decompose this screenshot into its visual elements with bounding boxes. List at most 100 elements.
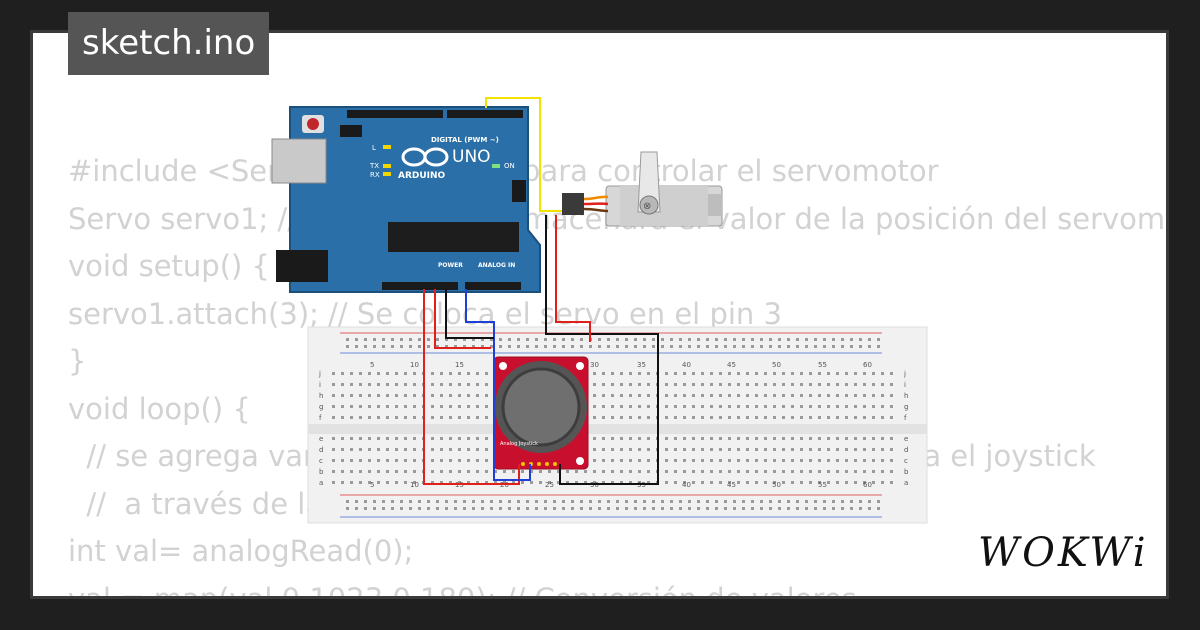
breadboard-hole [346,345,349,348]
breadboard-hole [526,500,529,503]
breadboard-hole [845,481,848,484]
breadboard-hole [458,394,461,397]
breadboard-hole [593,416,596,419]
breadboard-hole [724,338,727,341]
breadboard-hole [827,405,830,408]
breadboard-hole [386,437,389,440]
breadboard-hole [674,470,677,473]
breadboard-hole [467,448,470,451]
breadboard-hole [481,345,484,348]
breadboard-hole [454,507,457,510]
breadboard-hole [737,383,740,386]
breadboard-hole [517,345,520,348]
breadboard-hole [845,437,848,440]
breadboard-hole [485,416,488,419]
breadboard-hole [845,448,848,451]
breadboard-hole [458,437,461,440]
breadboard-hole [602,372,605,375]
breadboard-hole [431,481,434,484]
breadboard-hole [782,459,785,462]
breadboard-hole [692,372,695,375]
analog-in-label: ANALOG IN [478,262,515,269]
breadboard-hole [809,383,812,386]
breadboard-hole [647,437,650,440]
breadboard-hole [404,383,407,386]
breadboard-hole [449,372,452,375]
breadboard-hole [755,470,758,473]
breadboard-hole [791,470,794,473]
breadboard-hole [661,507,664,510]
breadboard-hole [602,481,605,484]
breadboard-hole [454,338,457,341]
breadboard-hole [332,481,335,484]
breadboard-hole [863,448,866,451]
svg-text:40: 40 [682,481,691,489]
breadboard-hole [868,500,871,503]
servo-horn[interactable] [637,151,661,213]
breadboard-hole [476,394,479,397]
breadboard-hole [508,507,511,510]
breadboard-hole [872,383,875,386]
servo-motor[interactable]: ⊗ [562,151,723,227]
analog-joystick[interactable]: Analog Joystick [493,356,589,470]
breadboard-hole [476,448,479,451]
breadboard-hole [863,437,866,440]
breadboard-hole [854,405,857,408]
breadboard-hole [395,416,398,419]
breadboard-hole [818,383,821,386]
breadboard-hole [751,500,754,503]
breadboard-hole [652,338,655,341]
on-label: ON [504,162,515,170]
breadboard-hole [872,394,875,397]
breadboard-hole [395,470,398,473]
breadboard-hole [701,394,704,397]
breadboard-hole [620,470,623,473]
reset-button-cap[interactable] [307,118,319,130]
breadboard-hole [868,507,871,510]
breadboard-hole [809,394,812,397]
svg-text:f: f [904,414,907,422]
breadboard-hole [638,405,641,408]
breadboard-hole [580,500,583,503]
breadboard-hole [841,507,844,510]
wokwi-logo[interactable]: WOKWi [978,530,1149,576]
breadboard-hole [836,470,839,473]
breadboard-hole [355,345,358,348]
breadboard-hole [881,448,884,451]
breadboard-hole [728,405,731,408]
breadboard-hole [877,345,880,348]
breadboard-hole [517,507,520,510]
breadboard-hole [773,372,776,375]
breadboard-hole [724,345,727,348]
breadboard-hole [706,338,709,341]
joystick-knob[interactable] [501,367,581,447]
breadboard-hole [782,481,785,484]
sketch-title[interactable]: sketch.ino [68,12,270,75]
breadboard-hole [872,448,875,451]
breadboard-hole [872,416,875,419]
breadboard-hole [566,470,569,473]
svg-text:d: d [319,446,323,454]
breadboard-hole [751,345,754,348]
breadboard-hole [413,448,416,451]
breadboard-hole [413,372,416,375]
breadboard-hole [881,372,884,375]
usb-connector [271,138,327,184]
breadboard-hole [377,383,380,386]
arduino-uno-board[interactable]: DIGITAL (PWM ~) UNO ARDUINO TX RX L ON P… [271,106,541,293]
breadboard-hole [773,481,776,484]
svg-text:5: 5 [370,481,374,489]
breadboard-hole [755,405,758,408]
breadboard-hole [665,416,668,419]
breadboard-hole [445,500,448,503]
breadboard-hole [593,470,596,473]
breadboard-hole [890,448,893,451]
breadboard-hole [467,481,470,484]
breadboard-hole [751,338,754,341]
breadboard-hole [395,372,398,375]
breadboard-hole [881,470,884,473]
breadboard-hole [449,394,452,397]
breadboard-hole [832,500,835,503]
breadboard-hole [724,500,727,503]
breadboard-hole [818,448,821,451]
